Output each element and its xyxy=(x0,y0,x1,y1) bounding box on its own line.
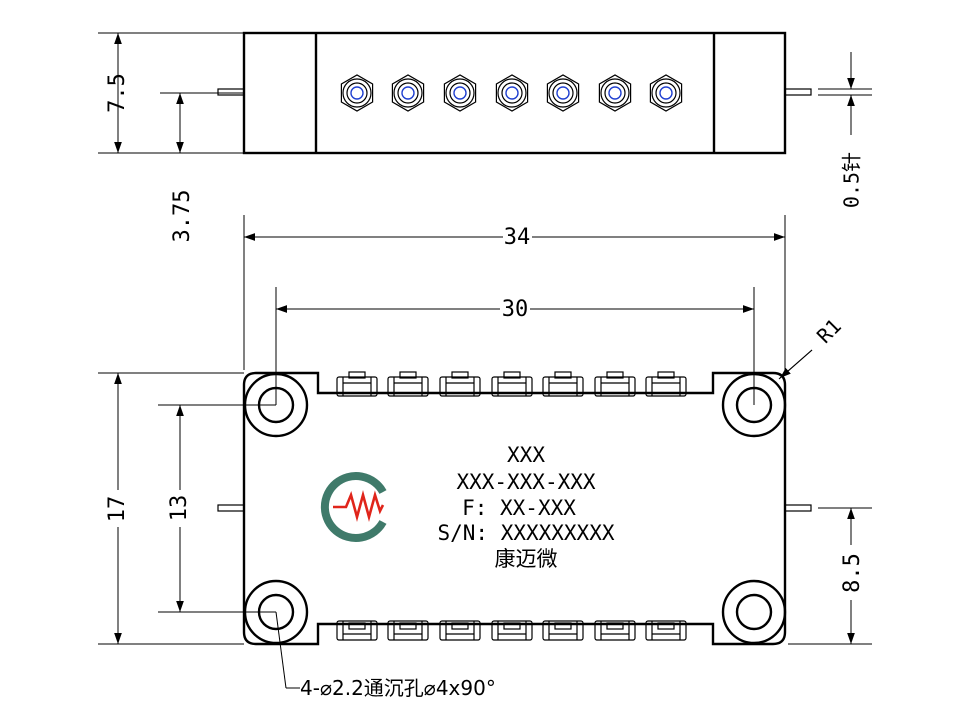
dim-overall-length: 34 xyxy=(243,215,786,370)
edge-connector xyxy=(439,371,481,397)
dim-overall-height: 17 xyxy=(98,372,244,645)
side-connectors xyxy=(340,74,683,112)
dim-corner-radius: R1 xyxy=(778,314,846,380)
edge-connector xyxy=(387,620,429,641)
edge-connector xyxy=(542,620,584,641)
side-connector xyxy=(649,74,683,112)
edge-connector xyxy=(594,620,636,641)
edge-connector xyxy=(491,620,533,641)
edge-connector xyxy=(336,371,378,397)
side-connector xyxy=(546,74,580,112)
plan-left-pin xyxy=(217,504,245,512)
dim-half-height-top-label: 3.75 xyxy=(170,190,195,243)
dim-half-height-top: 3.75 xyxy=(160,92,244,243)
dim-height-top-label: 7.5 xyxy=(105,73,130,113)
dim-pin-label: 0.5针 xyxy=(840,152,864,208)
left-pin xyxy=(217,88,245,96)
edge-connector xyxy=(645,371,687,397)
edge-connector xyxy=(387,371,429,397)
mounting-hole-br xyxy=(721,579,787,645)
side-view-body xyxy=(242,31,787,155)
label-line5: 康迈微 xyxy=(495,547,558,571)
company-logo xyxy=(320,472,387,542)
edge-connector xyxy=(594,371,636,397)
side-connector xyxy=(340,74,374,112)
dim-corner-radius-label: R1 xyxy=(812,314,846,348)
hole-note-label: 4-⌀2.2通沉孔⌀4x90° xyxy=(300,676,496,700)
dim-pin-offset-label: 8.5 xyxy=(840,553,865,593)
dim-overall-height-label: 17 xyxy=(105,496,130,523)
label-line2: XXX-XXX-XXX xyxy=(456,470,595,494)
edge-connector xyxy=(439,620,481,641)
edge-connector xyxy=(336,620,378,641)
edge-connector xyxy=(542,371,584,397)
label-line3: F: XX-XXX xyxy=(462,496,576,520)
side-connector xyxy=(391,74,425,112)
dim-pin-offset: 8.5 xyxy=(788,507,872,645)
label-line4: S/N: XXXXXXXXX xyxy=(437,521,614,545)
right-pin xyxy=(784,88,812,96)
side-view xyxy=(217,31,812,155)
label-line1: XXX xyxy=(507,443,545,467)
hole-note-leader: 4-⌀2.2通沉孔⌀4x90° xyxy=(275,611,496,700)
product-label: XXX XXX-XXX-XXX F: XX-XXX S/N: XXXXXXXXX… xyxy=(437,443,614,571)
dim-height-top: 7.5 xyxy=(98,32,244,154)
edge-connector xyxy=(491,371,533,397)
plan-right-pin xyxy=(784,504,812,512)
side-connector xyxy=(598,74,632,112)
edge-connector xyxy=(645,620,687,641)
side-connector xyxy=(443,74,477,112)
dim-overall-length-label: 34 xyxy=(504,225,531,250)
dim-hole-spacing-y-label: 13 xyxy=(167,495,192,522)
plan-view-outline xyxy=(242,371,787,646)
top-row-connectors xyxy=(336,371,687,397)
side-connector xyxy=(495,74,529,112)
dim-pin: 0.5针 xyxy=(818,52,872,208)
bottom-row-connectors xyxy=(336,620,687,641)
dim-hole-spacing-x-label: 30 xyxy=(502,297,529,322)
dim-hole-spacing-x: 30 xyxy=(275,287,755,405)
plan-view: XXX XXX-XXX-XXX F: XX-XXX S/N: XXXXXXXXX… xyxy=(217,371,812,646)
dim-hole-spacing-y: 13 xyxy=(158,404,276,613)
